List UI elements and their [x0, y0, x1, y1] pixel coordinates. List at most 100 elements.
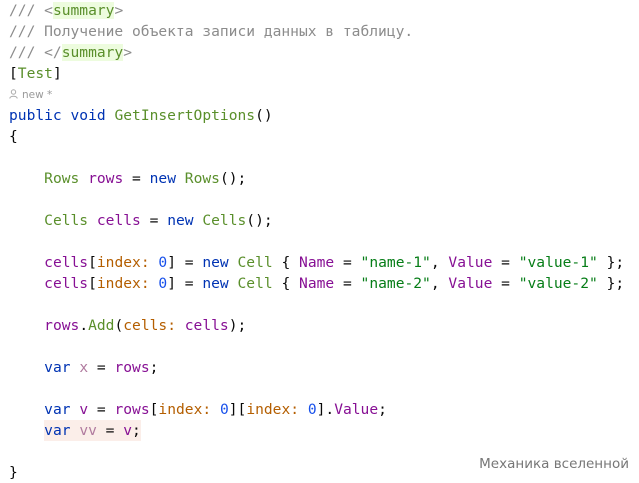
punct: = — [492, 254, 519, 271]
code-line-13: var v = rows[index: 0][index: 0].Value; — [9, 399, 639, 420]
punct: [ — [149, 401, 159, 418]
punct: ] = — [167, 254, 203, 271]
type-name[interactable]: Rows — [184, 170, 220, 187]
local-variable[interactable]: rows — [88, 170, 124, 187]
local-variable[interactable]: cells — [96, 212, 141, 229]
empty-line — [9, 294, 639, 315]
punct: }; — [597, 254, 625, 271]
punct: = — [334, 275, 361, 292]
punct: ( — [114, 317, 124, 334]
property-name[interactable]: Value — [334, 401, 379, 418]
empty-line — [9, 378, 639, 399]
watermark-text: Механика вселенной — [479, 456, 629, 472]
punct: [ — [9, 65, 18, 82]
punct: ; — [378, 401, 387, 418]
unused-variable[interactable]: x — [79, 359, 89, 376]
code-line-12: var x = rows; — [9, 357, 639, 378]
string-literal: "name-1" — [360, 254, 431, 271]
code-line-2: /// Получение объекта записи данных в та… — [9, 21, 639, 42]
doc-comment: > — [123, 44, 133, 61]
code-line-11: rows.Add(cells: cells); — [9, 315, 639, 336]
code-line-6: { — [9, 126, 639, 147]
code-line-9: cells[index: 0] = new Cell { Name = "nam… — [9, 252, 639, 273]
code-vision-hint[interactable]: new * — [9, 84, 639, 105]
local-variable[interactable]: v — [79, 401, 89, 418]
code-line-5: public void GetInsertOptions() — [9, 105, 639, 126]
type-name[interactable]: Cells — [44, 212, 89, 229]
brace-close: } — [9, 464, 18, 481]
keyword: var — [44, 401, 71, 418]
punct: ]. — [316, 401, 335, 418]
property-name[interactable]: Name — [299, 254, 335, 271]
punct: = — [88, 359, 115, 376]
code-line-3: /// </summary> — [9, 42, 639, 63]
attribute-name[interactable]: Test — [17, 65, 53, 82]
parameter-hint: index: — [96, 275, 150, 292]
local-variable[interactable]: cells — [44, 275, 89, 292]
property-name[interactable]: Value — [448, 275, 493, 292]
doc-tag: summary — [52, 2, 115, 19]
keyword: var — [44, 422, 71, 439]
punct: = — [334, 254, 361, 271]
keyword: void — [70, 107, 106, 124]
punct: , — [430, 275, 449, 292]
unused-variable[interactable]: vv — [79, 422, 97, 439]
punct: ); — [228, 317, 247, 334]
local-variable[interactable]: rows — [44, 317, 80, 334]
empty-line — [9, 147, 639, 168]
punct: = — [140, 212, 168, 229]
method-name[interactable]: GetInsertOptions — [114, 107, 256, 124]
empty-line — [9, 336, 639, 357]
doc-comment: /// </ — [9, 44, 62, 61]
punct: (); — [246, 212, 273, 229]
code-line-10: cells[index: 0] = new Cell { Name = "nam… — [9, 273, 639, 294]
type-name[interactable]: Cells — [202, 212, 247, 229]
punct: = — [88, 401, 115, 418]
code-line-8: Cells cells = new Cells(); — [9, 210, 639, 231]
parameter-hint: index: — [158, 401, 212, 418]
keyword: new — [149, 170, 176, 187]
keyword: new — [167, 212, 194, 229]
local-variable[interactable]: cells — [44, 254, 89, 271]
number-literal: 0 — [307, 401, 317, 418]
code-line-1: /// <summary> — [9, 0, 639, 21]
empty-line — [9, 189, 639, 210]
number-literal: 0 — [219, 401, 229, 418]
punct: [ — [88, 275, 97, 292]
string-literal: "value-1" — [518, 254, 598, 271]
local-variable[interactable]: v — [123, 422, 133, 439]
property-name[interactable]: Name — [299, 275, 335, 292]
type-name[interactable]: Cell — [237, 254, 273, 271]
punct: { — [272, 275, 300, 292]
punct: [ — [88, 254, 97, 271]
punct: , — [430, 254, 449, 271]
type-name[interactable]: Rows — [44, 170, 80, 187]
property-name[interactable]: Value — [448, 254, 493, 271]
method-call[interactable]: Add — [88, 317, 115, 334]
code-line-15: } — [9, 462, 639, 483]
keyword: var — [44, 359, 71, 376]
number-literal: 0 — [158, 275, 168, 292]
punct: ; — [132, 422, 141, 439]
local-variable[interactable]: rows — [114, 401, 150, 418]
punct: = — [492, 275, 519, 292]
punct: = — [96, 422, 124, 439]
type-name[interactable]: Cell — [237, 275, 273, 292]
string-literal: "value-2" — [518, 275, 598, 292]
parameter-hint: index: — [96, 254, 150, 271]
keyword: new — [202, 275, 229, 292]
empty-line — [9, 231, 639, 252]
parameter-hint: index: — [246, 401, 300, 418]
code-line-4: [Test] — [9, 63, 639, 84]
parameter-hint: cells: — [123, 317, 176, 334]
highlighted-statement[interactable]: var vv = v; — [44, 420, 141, 441]
local-variable[interactable]: cells — [175, 317, 229, 334]
punct: }; — [597, 275, 625, 292]
punct: . — [79, 317, 89, 334]
punct: (); — [219, 170, 247, 187]
local-variable[interactable]: rows — [114, 359, 150, 376]
doc-comment: /// < — [9, 2, 53, 19]
code-editor[interactable]: /// <summary> /// Получение объекта запи… — [9, 0, 639, 483]
user-icon — [9, 89, 18, 99]
doc-comment: > — [114, 2, 124, 19]
